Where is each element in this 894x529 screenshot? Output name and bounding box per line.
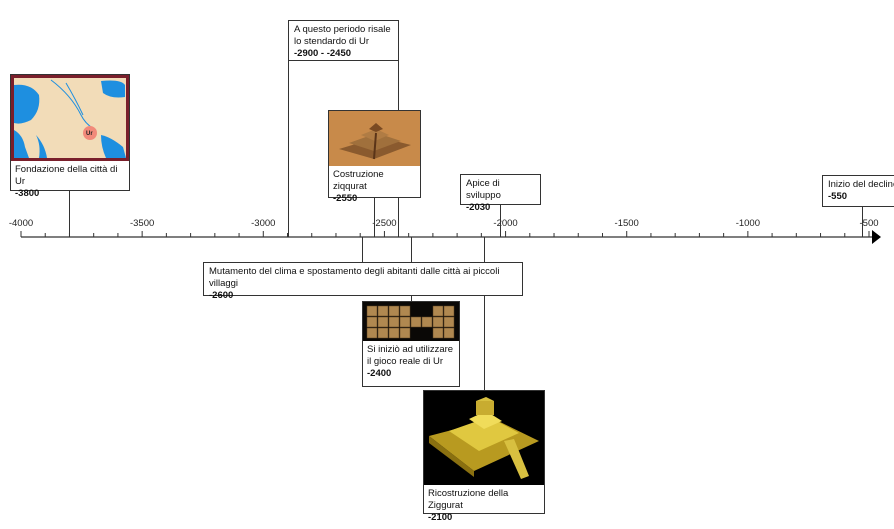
board-square <box>410 316 422 328</box>
event-card[interactable]: Si iniziò ad utilizzare il gioco reale d… <box>362 301 460 387</box>
board-square <box>377 316 389 328</box>
map-label-ur: Ur <box>86 131 93 137</box>
connector-3800 <box>69 190 70 237</box>
connector-2900 <box>288 60 289 237</box>
connector-2600 <box>362 237 363 263</box>
axis-tick-label: -3000 <box>250 218 277 229</box>
axis-tick-label: -4000 <box>7 218 35 229</box>
connector-550 <box>862 206 863 237</box>
axis-tick-label: -3500 <box>128 218 156 229</box>
board-square <box>432 327 444 339</box>
board-square <box>377 327 389 339</box>
board-square <box>366 316 378 328</box>
map-of-mesopotamia-image: Ur <box>11 75 129 161</box>
event-title: A questo periodo risale lo stendardo di … <box>294 24 391 47</box>
event-date: -2100 <box>428 512 453 523</box>
board-square <box>399 316 411 328</box>
event-title: Ricostruzione della Ziggurat <box>428 488 509 511</box>
axis-tick-label: -1000 <box>734 218 761 229</box>
board-square <box>399 327 411 339</box>
event-title: Si iniziò ad utilizzare il gioco reale d… <box>367 344 454 367</box>
ziggurat-illustration-image <box>329 111 420 166</box>
event-date: -2400 <box>367 368 392 379</box>
axis-tick-label: -1500 <box>613 218 640 229</box>
event-date: -550 <box>828 191 848 202</box>
event-card[interactable]: Inizio del declino -550 <box>822 175 894 207</box>
event-title: Mutamento del clima e spostamento degli … <box>209 266 500 289</box>
board-square <box>443 316 455 328</box>
connector-2100 <box>484 237 485 390</box>
event-title: Fondazione della città di Ur <box>15 164 118 187</box>
event-date: -2900 - -2450 <box>294 48 352 59</box>
event-card[interactable]: Apice di sviluppo -2030 <box>460 174 541 213</box>
event-card[interactable]: A questo periodo risale lo stendardo di … <box>288 20 399 61</box>
event-title: Inizio del declino <box>828 179 894 190</box>
board-square <box>388 327 400 339</box>
axis-tick-label: -2000 <box>492 218 519 229</box>
board-square <box>399 305 411 317</box>
event-card[interactable]: Costruzione ziqqurat -2550 <box>328 110 421 204</box>
board-square <box>377 305 389 317</box>
event-title: Costruzione ziqqurat <box>333 169 384 192</box>
board-square <box>366 327 378 339</box>
royal-game-of-ur-board-image <box>363 302 459 341</box>
board-square <box>432 316 444 328</box>
board-square <box>366 305 378 317</box>
board-square <box>443 327 455 339</box>
ziggurat-reconstruction-image <box>424 391 544 485</box>
event-card[interactable]: Ur Fondazione della città di Ur -3800 <box>10 74 130 199</box>
connector-2550 <box>374 197 375 237</box>
event-date: -2600 <box>209 290 234 301</box>
event-title: Apice di sviluppo <box>466 178 501 201</box>
axis-tick-label: -2500 <box>371 218 398 229</box>
board-square <box>443 305 455 317</box>
axis-tick-label: -500 <box>858 218 880 229</box>
event-card[interactable]: Mutamento del clima e spostamento degli … <box>203 262 523 301</box>
axis-arrow-icon <box>872 230 881 244</box>
board-square <box>388 305 400 317</box>
event-date: -2550 <box>333 193 358 204</box>
board-square <box>421 316 433 328</box>
event-date: -2030 <box>466 202 491 213</box>
event-date: -3800 <box>15 188 40 199</box>
board-square <box>432 305 444 317</box>
connector-2030 <box>500 204 501 237</box>
board-square <box>388 316 400 328</box>
event-card[interactable]: Ricostruzione della Ziggurat -2100 <box>423 390 545 523</box>
